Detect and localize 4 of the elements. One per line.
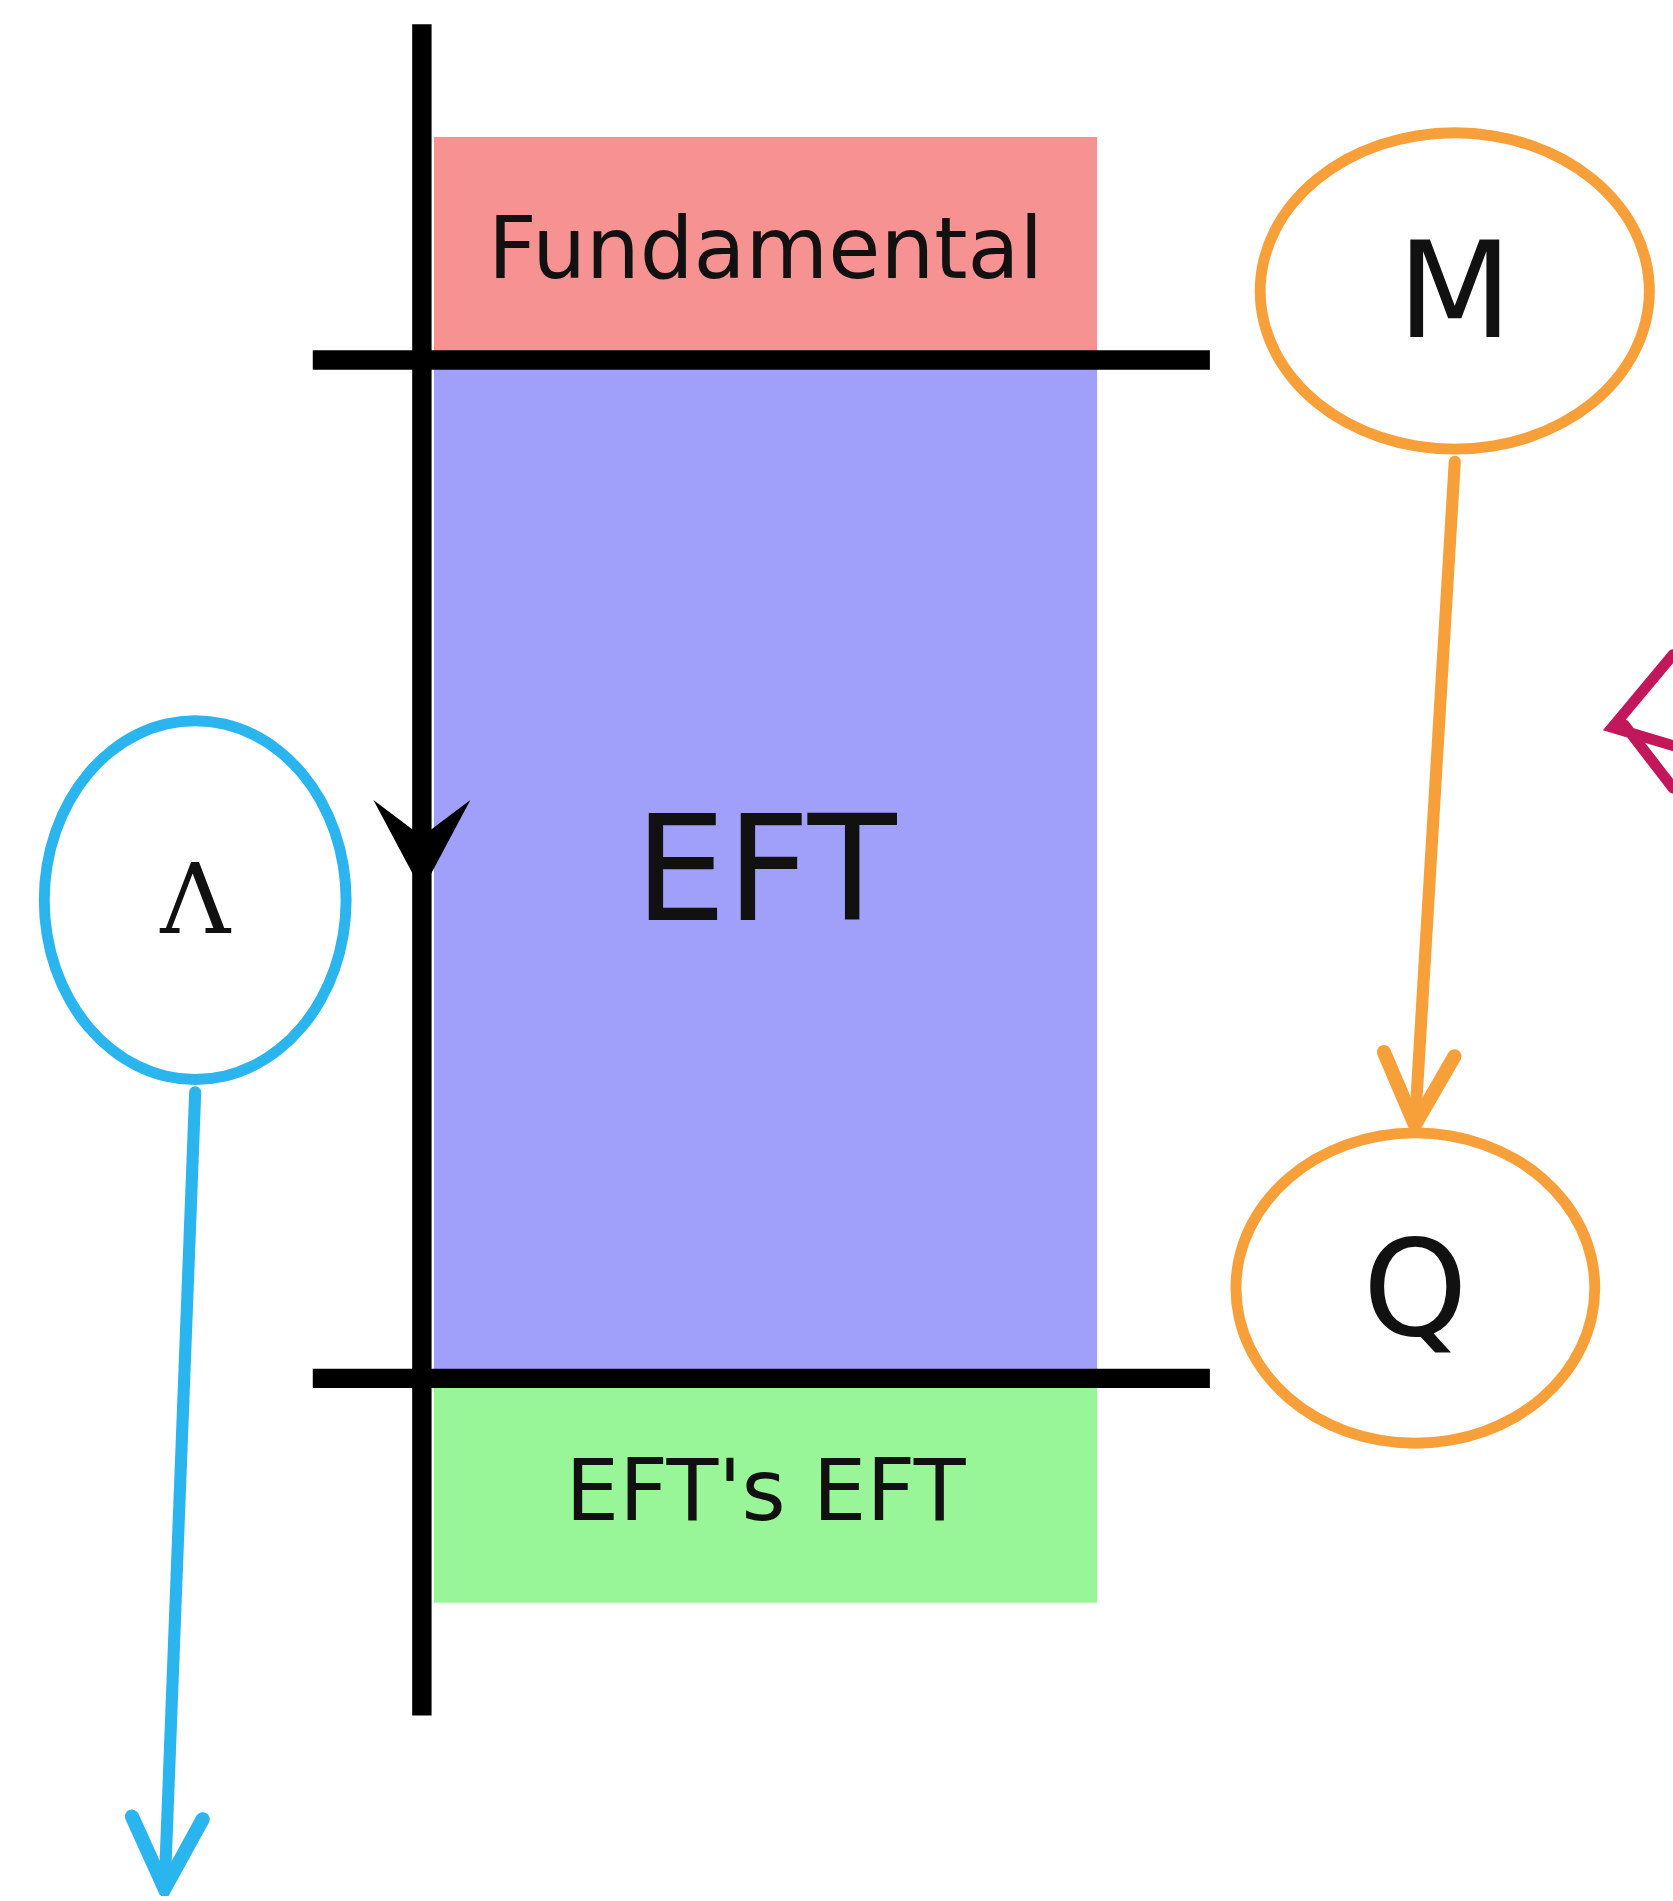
circled-symbol: Q: [1230, 1127, 1601, 1449]
circled-symbol: Λ: [38, 715, 352, 1085]
arrow: [124, 1086, 210, 1896]
circled-symbol: M: [1254, 127, 1655, 455]
